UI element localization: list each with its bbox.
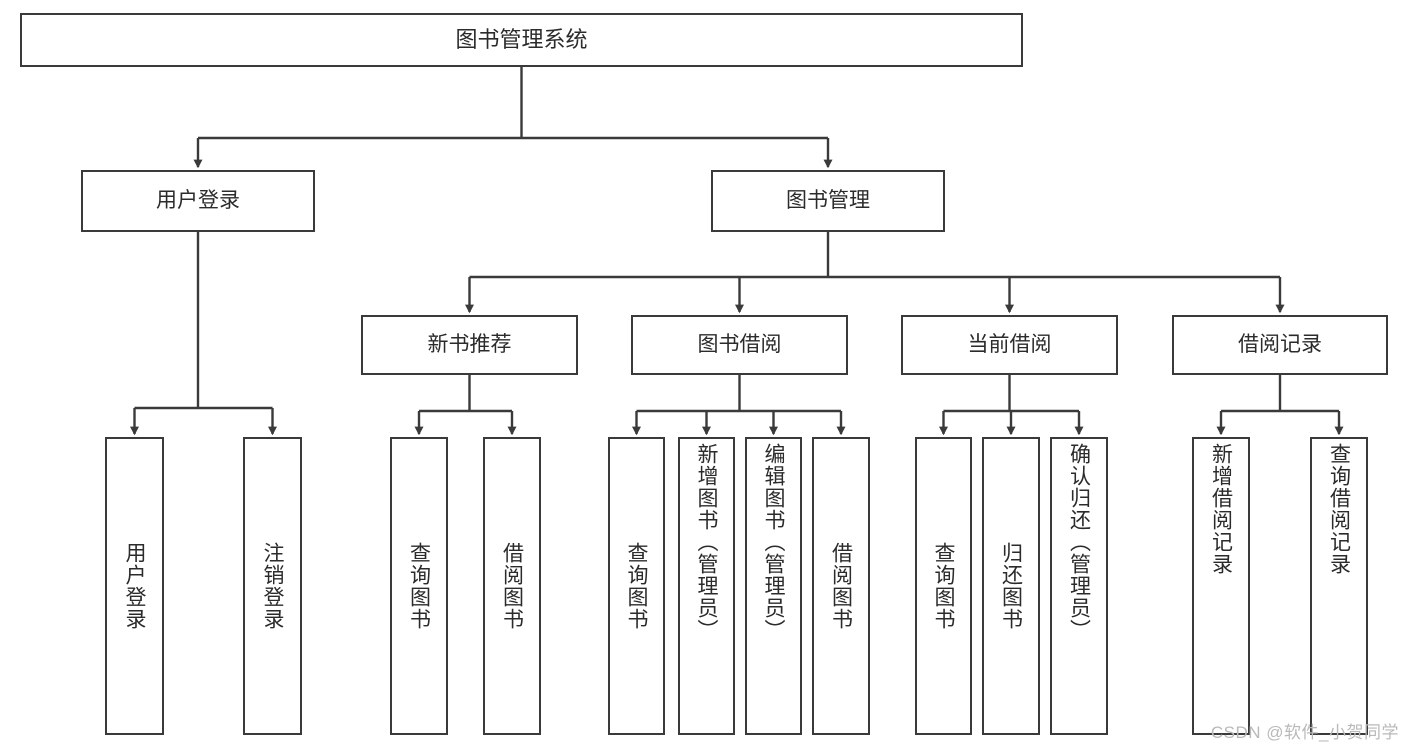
level2-node-3[interactable]: 借阅记录 [1172, 315, 1388, 375]
node-label: 图书管理系统 [455, 27, 588, 53]
leaf-node-10[interactable]: 确认归还（管理员） [1050, 437, 1108, 735]
node-label: 新书推荐 [427, 333, 512, 357]
leaf-node-2[interactable]: 查询图书 [390, 437, 448, 735]
node-label: 编辑图书（管理员） [762, 443, 785, 641]
leaf-node-11[interactable]: 新增借阅记录 [1192, 437, 1250, 735]
connector-lines [130, 67, 1344, 436]
level2-node-0[interactable]: 新书推荐 [361, 315, 578, 375]
level1-node-1[interactable]: 图书管理 [711, 170, 945, 232]
node-label: 图书借阅 [697, 333, 782, 357]
leaf-node-0[interactable]: 用户登录 [105, 437, 164, 735]
node-label: 当前借阅 [967, 333, 1052, 357]
node-label: 查询图书 [407, 542, 431, 630]
node-label: 查询借阅记录 [1327, 443, 1351, 575]
node-label: 图书管理 [786, 189, 870, 213]
level2-node-1[interactable]: 图书借阅 [631, 315, 848, 375]
node-label: 借阅图书 [500, 542, 524, 630]
node-label: 新增借阅记录 [1209, 443, 1233, 575]
leaf-node-8[interactable]: 查询图书 [915, 437, 972, 735]
root-node-book-management-system[interactable]: 图书管理系统 [20, 13, 1023, 67]
node-label: 确认归还（管理员） [1067, 443, 1091, 641]
node-label: 用户登录 [156, 189, 240, 213]
node-label: 查询图书 [932, 542, 955, 630]
leaf-node-3[interactable]: 借阅图书 [483, 437, 541, 735]
node-label: 注销登录 [261, 542, 284, 630]
leaf-node-4[interactable]: 查询图书 [608, 437, 665, 735]
node-label: 归还图书 [999, 542, 1023, 630]
node-label: 查询图书 [625, 542, 648, 630]
node-label: 借阅记录 [1238, 333, 1322, 357]
leaf-node-5[interactable]: 新增图书（管理员） [678, 437, 735, 735]
node-label: 借阅图书 [829, 542, 853, 630]
level2-node-2[interactable]: 当前借阅 [901, 315, 1118, 375]
leaf-node-9[interactable]: 归还图书 [982, 437, 1040, 735]
leaf-node-12[interactable]: 查询借阅记录 [1310, 437, 1368, 735]
leaf-node-7[interactable]: 借阅图书 [812, 437, 870, 735]
node-label: 用户登录 [123, 542, 146, 630]
leaf-node-1[interactable]: 注销登录 [243, 437, 302, 735]
level1-node-0[interactable]: 用户登录 [81, 170, 315, 232]
node-label: 新增图书（管理员） [695, 443, 718, 641]
leaf-node-6[interactable]: 编辑图书（管理员） [745, 437, 802, 735]
